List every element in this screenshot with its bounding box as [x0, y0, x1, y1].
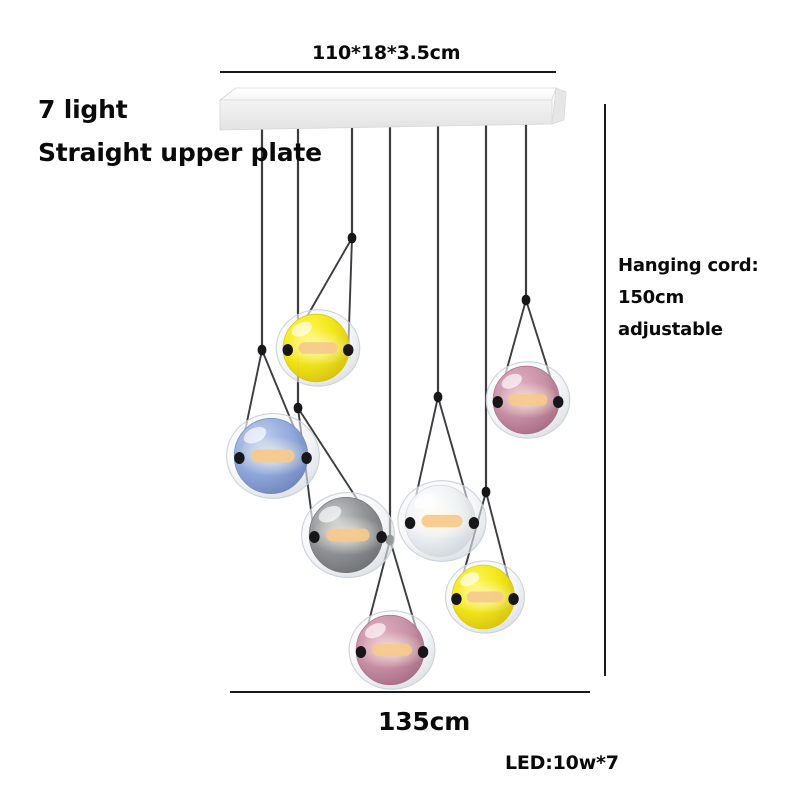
led-filament-tube	[251, 449, 295, 463]
globe-yellow-upper	[275, 309, 361, 387]
globe-pink-upper	[485, 361, 571, 439]
cord-cap-right	[376, 531, 387, 543]
led-filament-tube	[466, 591, 504, 603]
hanging-cord-label: Hanging cord: 150cm adjustable	[618, 250, 759, 346]
cord-cap-left	[492, 396, 503, 408]
ceiling-plate-front-face	[219, 99, 553, 131]
cord-junction-node	[521, 294, 531, 306]
cord-cap-right	[468, 517, 480, 529]
led-filament-tube	[421, 514, 463, 528]
led-filament-tube	[298, 342, 338, 354]
hanging-cord-line-3: adjustable	[618, 319, 723, 340]
globe-smoke	[301, 492, 395, 578]
cord-junction-node	[293, 402, 303, 414]
cord-junction-node	[347, 232, 357, 244]
cord-cap-left	[282, 344, 293, 356]
ceiling-plate-end-cap	[551, 87, 567, 125]
hanging-cord-line-1: Hanging cord:	[618, 255, 759, 276]
glass-highlight	[501, 373, 522, 389]
cord-junction-node	[257, 344, 267, 356]
cord-junction-node	[433, 391, 443, 403]
overall-width-label: 135cm	[378, 707, 471, 736]
cord-cap-left	[309, 531, 320, 543]
ceiling-plate-top-face	[218, 87, 557, 101]
cord-cap-left	[234, 452, 245, 464]
globe-blue	[226, 413, 320, 499]
led-filament-tube	[508, 394, 548, 406]
cord-cap-left	[355, 646, 367, 658]
cord-cap-right	[301, 452, 312, 464]
glass-highlight	[364, 623, 386, 639]
plate-dimension-label: 110*18*3.5cm	[312, 42, 461, 64]
glass-highlight	[460, 572, 480, 587]
cord-cap-right	[553, 396, 564, 408]
glass-highlight	[318, 505, 342, 523]
glass-highlight	[291, 321, 312, 337]
light-count-label: 7 light	[38, 95, 128, 124]
cord-cap-right	[508, 593, 519, 605]
led-filament-tube	[326, 528, 370, 542]
led-spec-label: LED:10w*7	[505, 752, 619, 774]
cord-junction-node	[481, 486, 491, 498]
hanging-cord-line-2: 150cm	[618, 287, 684, 308]
cord-cap-right	[343, 344, 354, 356]
cord-cap-left	[404, 517, 416, 529]
globe-clear	[397, 480, 487, 562]
led-filament-tube	[372, 644, 412, 656]
cord-cap-left	[451, 593, 462, 605]
glass-highlight	[414, 493, 436, 510]
globe-pink-lower	[348, 610, 436, 690]
plate-style-label: Straight upper plate	[38, 138, 322, 167]
globe-yellow-lower	[445, 560, 525, 634]
glass-highlight	[243, 426, 267, 444]
cord-cap-right	[417, 646, 429, 658]
